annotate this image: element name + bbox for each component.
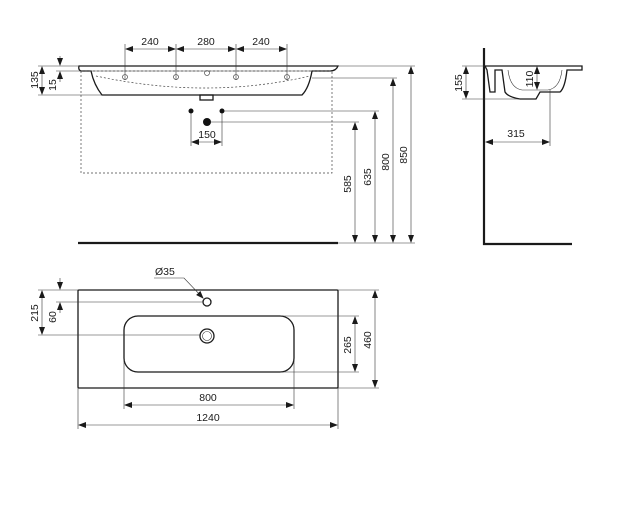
wall-and-floor <box>482 48 572 246</box>
dim-tap-spacing-1: 240 <box>141 36 159 48</box>
basin-front-outline <box>78 65 339 96</box>
dim-back-to-taphole: 60 <box>47 311 59 323</box>
dim-tap-hole-diameter: Ø35 <box>155 266 175 278</box>
supply-point-left <box>188 108 194 114</box>
dim-rim-thickness: 15 <box>47 79 59 91</box>
dim-waste-spacing: 150 <box>198 129 216 141</box>
dim-side-depth: 155 <box>453 74 465 92</box>
supply-point-right <box>219 108 225 114</box>
dim-tap-spacing-2: 280 <box>197 36 215 48</box>
side-view: 155 110 315 <box>453 48 583 246</box>
dim-wall-to-drain: 315 <box>507 128 525 140</box>
waste-point <box>203 118 211 126</box>
drain-outlet <box>199 94 214 101</box>
front-view: 240 280 240 135 15 150 585 635 800 850 <box>29 36 415 245</box>
dim-tap-spacing-3: 240 <box>252 36 270 48</box>
dim-total-depth: 460 <box>362 331 374 349</box>
dim-front-to-drain: 215 <box>29 304 41 322</box>
dim-height-rim: 850 <box>398 146 410 164</box>
dim-bowl-depth-side: 110 <box>524 70 536 87</box>
dim-height-overflow: 800 <box>380 153 392 171</box>
dim-total-width: 1240 <box>196 412 220 424</box>
dim-rim-height: 135 <box>29 71 41 89</box>
overflow-hole <box>204 70 210 76</box>
drain <box>199 328 215 344</box>
dim-height-supply: 635 <box>362 168 374 186</box>
basin-top-outline <box>77 289 339 389</box>
top-view: Ø35 215 60 265 460 800 1240 <box>29 266 379 429</box>
bowl-outline <box>123 315 295 373</box>
dim-bowl-depth: 265 <box>342 336 354 354</box>
bowl-hidden-line <box>95 75 311 89</box>
dim-height-waste: 585 <box>342 175 354 193</box>
tap-hole <box>202 297 212 307</box>
dim-bowl-width: 800 <box>199 392 217 404</box>
